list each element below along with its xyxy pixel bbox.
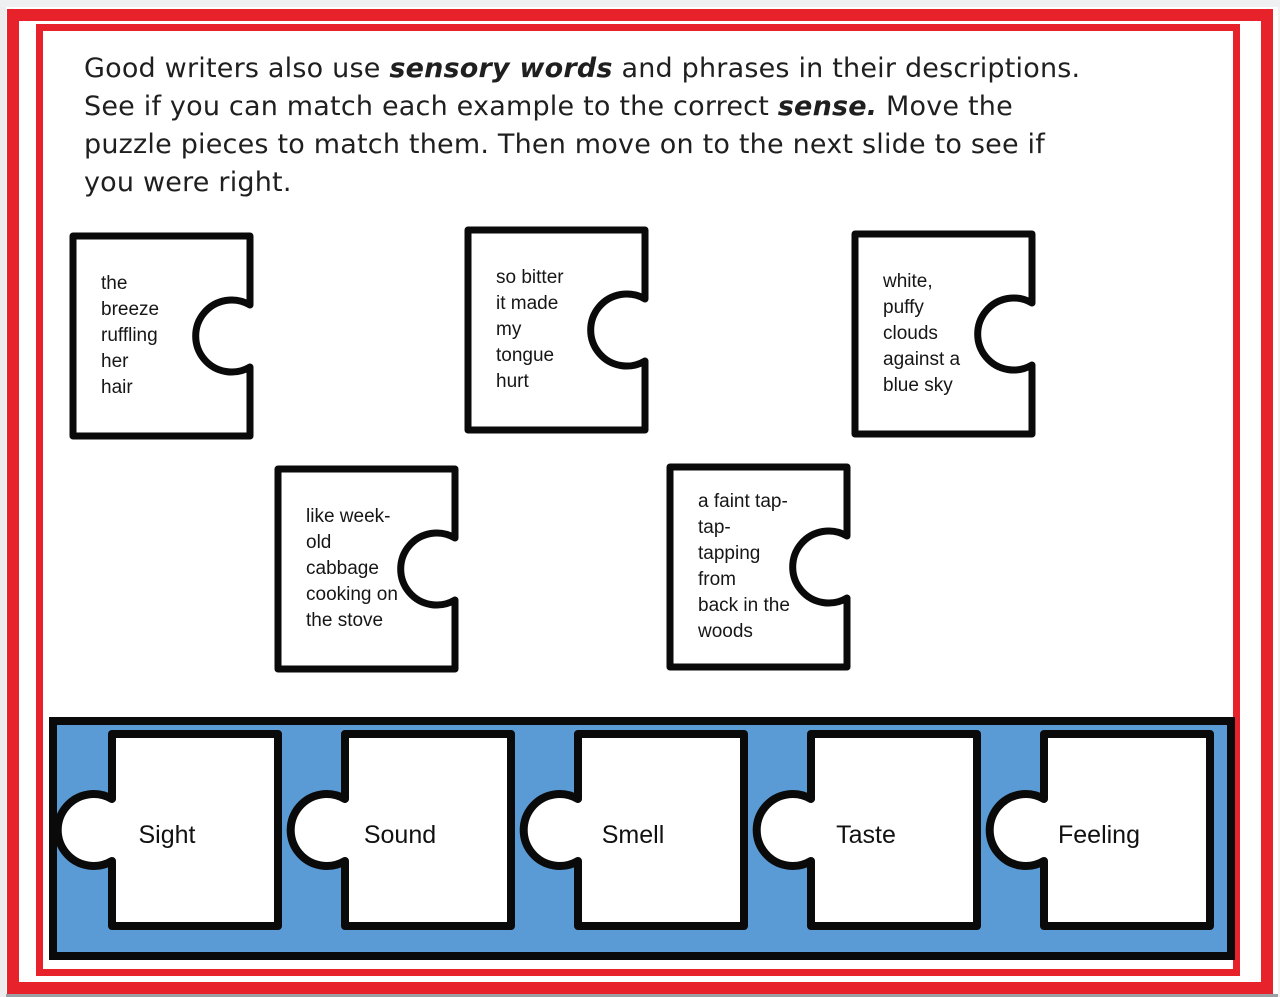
phrase-piece-bitter[interactable]: so bitter it made my tongue hurt xyxy=(464,226,649,434)
puzzle-piece-shape xyxy=(666,463,851,671)
puzzle-piece-shape xyxy=(851,230,1036,438)
instructions-text: Good writers also use sensory words and … xyxy=(84,50,1224,202)
phrase-piece-cabbage[interactable]: like week- old cabbage cooking on the st… xyxy=(274,465,459,673)
instructions-segment-emphasis: sense. xyxy=(777,91,878,122)
outer-red-frame xyxy=(7,9,1273,994)
puzzle-piece-shape xyxy=(69,232,254,440)
instructions-segment: Good writers also use xyxy=(84,53,390,84)
instructions-segment-emphasis: sensory words xyxy=(389,53,613,84)
instructions-segment: and phrases in their descriptions. See i… xyxy=(84,53,1081,122)
phrase-piece-breeze[interactable]: the breeze ruffling her hair xyxy=(69,232,254,440)
sense-piece-smell[interactable]: Smell xyxy=(518,730,748,930)
puzzle-piece-shape xyxy=(285,730,515,930)
sense-piece-sound[interactable]: Sound xyxy=(285,730,515,930)
instructions-segment: Move the puzzle pieces to match them. Th… xyxy=(84,91,1045,198)
puzzle-piece-shape xyxy=(751,730,981,930)
puzzle-piece-shape xyxy=(984,730,1214,930)
puzzle-piece-shape xyxy=(274,465,459,673)
sense-piece-taste[interactable]: Taste xyxy=(751,730,981,930)
puzzle-piece-shape xyxy=(464,226,649,434)
puzzle-piece-shape xyxy=(52,730,282,930)
inner-red-frame xyxy=(36,24,1240,976)
phrase-piece-tapping[interactable]: a faint tap- tap- tapping from back in t… xyxy=(666,463,851,671)
sense-piece-feeling[interactable]: Feeling xyxy=(984,730,1214,930)
sense-piece-sight[interactable]: Sight xyxy=(52,730,282,930)
puzzle-piece-shape xyxy=(518,730,748,930)
phrase-piece-clouds[interactable]: white, puffy clouds against a blue sky xyxy=(851,230,1036,438)
